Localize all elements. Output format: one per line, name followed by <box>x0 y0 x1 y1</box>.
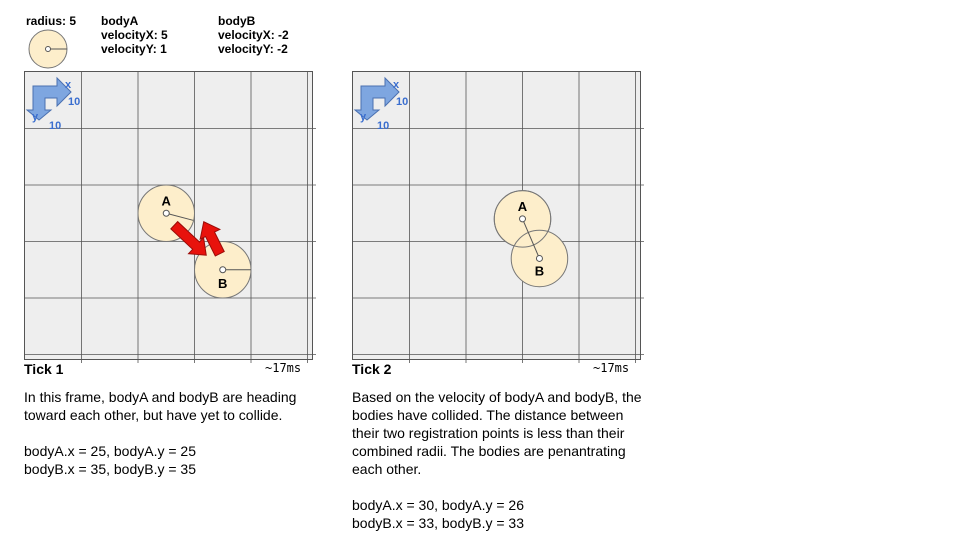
bodyB-velocity-x: velocityX: -2 <box>218 28 289 42</box>
bodyA-registration-point <box>519 215 526 223</box>
registration-distance-line <box>522 218 540 259</box>
tick2-duration: ~17ms <box>593 361 630 375</box>
bodyB-velocity-y: velocityY: -2 <box>218 42 288 56</box>
bodyA-velocity-x: velocityX: 5 <box>101 28 168 42</box>
tick1-coords-bodyB: bodyB.x = 35, bodyB.y = 35 <box>24 461 197 477</box>
bodyA-letter: A <box>518 199 528 214</box>
tick1-description-text: In this frame, bodyA and bodyB are headi… <box>24 389 297 423</box>
axis-y-value: 10 <box>49 120 61 132</box>
axis-y-label: y <box>360 111 367 123</box>
axis-x-value: 10 <box>396 96 408 108</box>
tick1-diagram: x 10 y 10A B <box>25 72 316 363</box>
axis-orientation-icon <box>353 76 400 121</box>
bodyA-letter: A <box>162 193 172 208</box>
bodyA-outline <box>493 190 552 248</box>
tick1-duration: ~17ms <box>265 361 302 375</box>
tick2-coords-bodyB: bodyB.x = 33, bodyB.y = 33 <box>352 515 525 531</box>
tick2-diagram: x 10 y 10A B <box>353 72 644 363</box>
tick1-description: In this frame, bodyA and bodyB are headi… <box>24 388 324 478</box>
bodyB-registration-point <box>219 266 227 274</box>
bodyB-registration-point <box>535 254 543 262</box>
axis-orientation-icon <box>25 76 72 121</box>
radius-label: radius: 5 <box>26 14 77 28</box>
tick2-description: Based on the velocity of bodyA and bodyB… <box>352 388 642 532</box>
axis-arrow-icon <box>25 76 72 121</box>
tick2-description-text: Based on the velocity of bodyA and bodyB… <box>352 389 642 477</box>
tick2-label: Tick 2 <box>352 361 392 377</box>
bodyB-title: bodyB <box>218 14 256 28</box>
axis-x-label: x <box>65 79 72 91</box>
axis-x-value: 10 <box>68 96 80 108</box>
tick1-coords-bodyA: bodyA.x = 25, bodyA.y = 25 <box>24 443 197 459</box>
bodyB-letter: B <box>218 276 227 291</box>
bodyA-title: bodyA <box>101 14 139 28</box>
bodyA-velocity-y: velocityY: 1 <box>101 42 167 56</box>
tick2-coords-bodyA: bodyA.x = 30, bodyA.y = 26 <box>352 497 525 513</box>
bodyA-radius-line <box>166 212 194 221</box>
bodyA-velocity-arrow <box>170 220 207 256</box>
bodyB-velocity-info: bodyB velocityX: -2 velocityY: -2 <box>218 14 289 56</box>
axis-x-label: x <box>393 79 400 91</box>
tick1-label: Tick 1 <box>24 361 64 377</box>
axis-y-value: 10 <box>377 120 389 132</box>
axis-arrow-icon <box>353 76 400 121</box>
radius-legend-circle-icon <box>28 29 68 69</box>
bodyA-velocity-info: bodyA velocityX: 5 velocityY: 1 <box>101 14 168 56</box>
bodyA-registration-point <box>162 209 170 217</box>
axis-y-label: y <box>32 111 39 123</box>
bodyB-velocity-arrow <box>199 221 225 257</box>
bodyB-letter: B <box>535 263 544 278</box>
